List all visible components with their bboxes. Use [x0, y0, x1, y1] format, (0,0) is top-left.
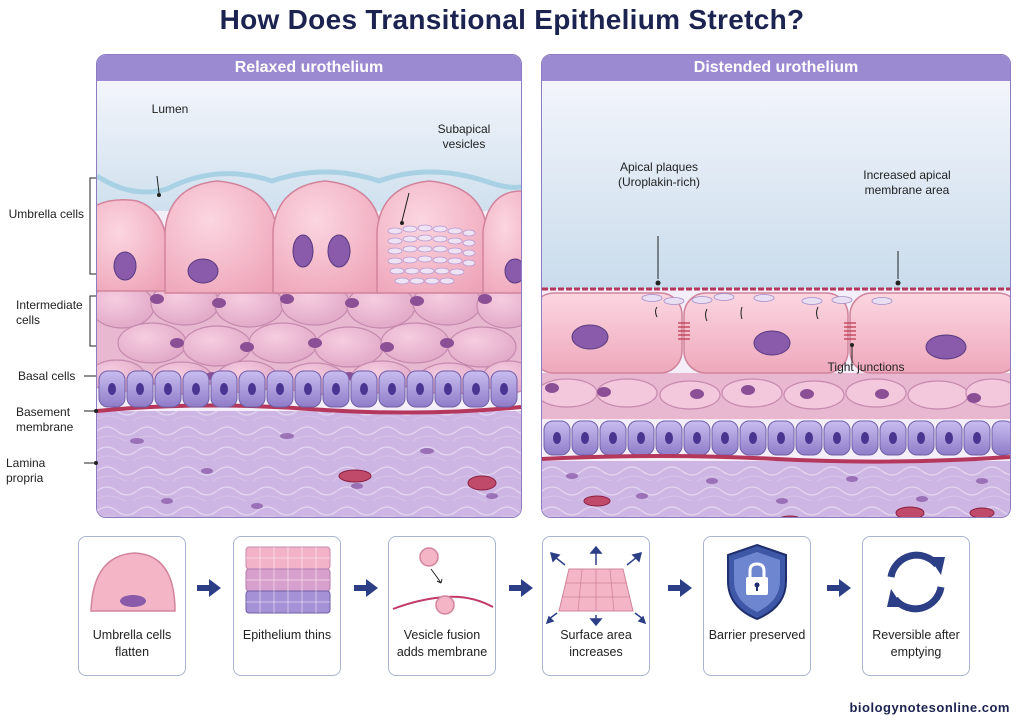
label-basement-membrane: Basement membrane [16, 405, 74, 434]
flow-arrow-5 [827, 579, 851, 597]
refresh-cycle-icon [887, 551, 945, 613]
label-lumen: Lumen [151, 102, 189, 116]
flow-arrow-1 [197, 579, 221, 597]
step-label: Epithelium thins [242, 628, 332, 642]
label-apical-plaques: Apical plaques (Uroplakin-rich) [617, 160, 700, 189]
step-label: Surface area increases [560, 628, 632, 659]
step-surface-area: Surface area increases [542, 536, 650, 676]
label-subapical-vesicles: Subapical vesicles [437, 122, 491, 151]
relaxed-illustration [97, 81, 521, 517]
step-label: Barrier preserved [708, 628, 806, 642]
step-label: Vesicle fusion adds membrane [396, 628, 488, 659]
flow-arrow-2 [354, 579, 378, 597]
step-epithelium-thins: Epithelium thins [233, 536, 341, 676]
page-title: How Does Transitional Epithelium Stretch… [219, 4, 805, 35]
flow-arrow-4 [668, 579, 692, 597]
step-umbrella-flatten: Umbrella cells flatten [78, 536, 186, 676]
footer-source: biologynotesonline.com [849, 700, 1010, 715]
relaxed-panel: Relaxed urothelium [96, 54, 522, 518]
label-increased-apical-area: Increased apical membrane area [863, 168, 951, 197]
distended-panel: Distended urothelium [541, 54, 1011, 518]
label-lamina-propria: Lamina propria [6, 456, 46, 485]
step-label: Umbrella cells flatten [92, 628, 172, 659]
distended-illustration [542, 81, 1010, 517]
vesicle-fusion-icon [392, 547, 494, 615]
layer-brackets [84, 177, 98, 465]
step-barrier-preserved: Barrier preserved [703, 536, 811, 676]
label-tight-junctions: Tight junctions [827, 360, 905, 374]
label-basal-cells: Basal cells [18, 369, 76, 383]
label-intermediate-cells: Intermediate cells [16, 298, 83, 327]
shield-lock-icon [727, 543, 787, 621]
umbrella-cell-icon [90, 552, 176, 612]
step-vesicle-fusion: Vesicle fusion adds membrane [388, 536, 496, 676]
label-umbrella-cells: Umbrella cells [8, 207, 84, 221]
distended-panel-header: Distended urothelium [542, 55, 1010, 81]
step-reversible: Reversible after emptying [862, 536, 970, 676]
expanding-surface-icon [545, 545, 647, 627]
epithelium-layers-icon [245, 546, 331, 614]
flow-arrow-3 [509, 579, 533, 597]
relaxed-panel-header: Relaxed urothelium [97, 55, 521, 81]
step-label: Reversible after emptying [872, 628, 960, 659]
